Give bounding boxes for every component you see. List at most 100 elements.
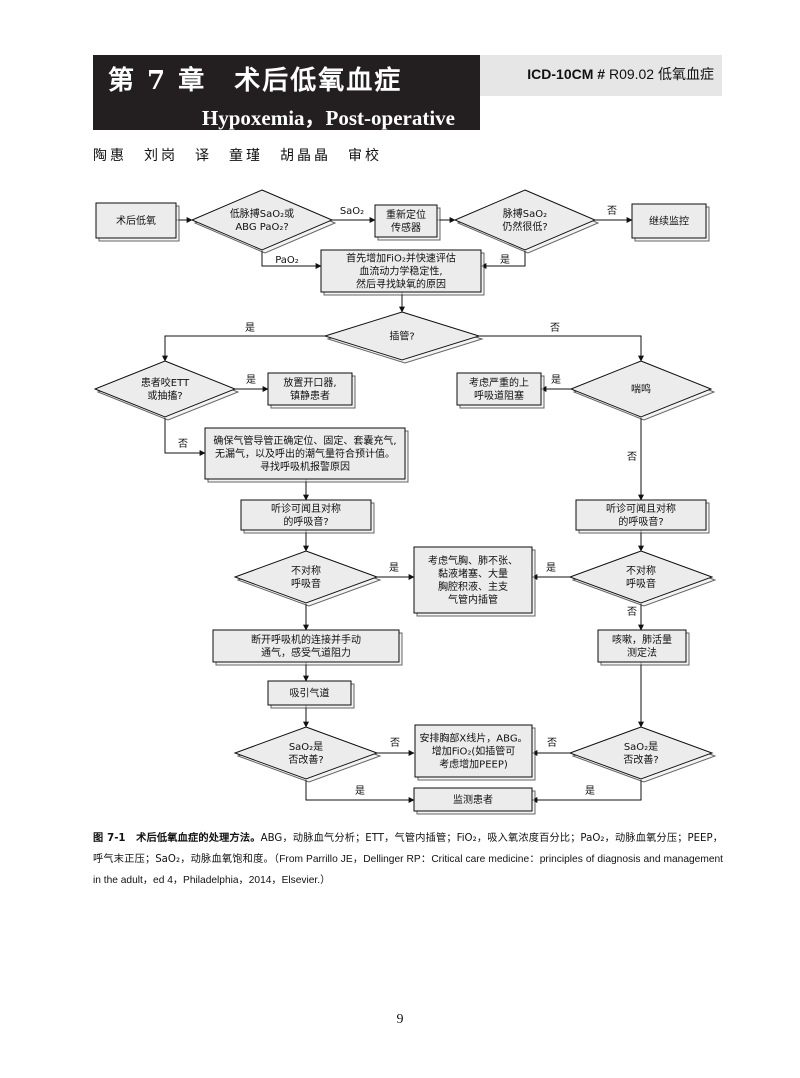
postop-hypoxemia-box: 术后低氧 [95, 202, 177, 239]
consider-pneumothorax-box-line: 气管内插管 [448, 593, 498, 606]
auscultate-right-box-text: 听诊可闻且对称的呼吸音? [606, 502, 676, 528]
icd-code-bar [480, 55, 722, 96]
bites-ett-decision-line: 患者咬ETT [141, 376, 190, 389]
consider-pneumothorax-box-line: 胸腔积液、主支 [438, 580, 508, 593]
edge-label-yes-intubated: 是 [245, 322, 255, 334]
auscultate-right-box-line: 的呼吸音? [618, 515, 663, 528]
suction-box: 吸引气道 [267, 680, 352, 706]
cough-spirometry-box-text: 咳嗽，肺活量测定法 [612, 633, 672, 659]
disconnect-vent-box-line: 通气，感受气道阻力 [261, 646, 351, 659]
continue-monitor-box-line: 继续监控 [649, 215, 689, 228]
consider-pneumothorax-box-text: 考虑气胸、肺不张、黏液堵塞、大量胸腔积液、主支气管内插管 [428, 554, 518, 606]
edge-pao2-to-fio2 [261, 250, 322, 269]
ensure-ett-box-line: 寻找呼吸机报警原因 [260, 460, 350, 473]
cxr-abg-box-text: 安排胸部X线片，ABG。增加FiO₂(如插管可考虑增加PEEP) [419, 732, 527, 771]
auscultate-left-box-line: 的呼吸音? [283, 515, 328, 528]
intubated-decision: 插管? [323, 311, 481, 361]
chapter-header-bar [93, 55, 480, 130]
increase-fio2-box-line: 血流动力学稳定性, [359, 265, 442, 278]
bite-block-box-text: 放置开口器,镇静患者 [283, 376, 336, 402]
postop-hypoxemia-box-text: 术后低氧 [116, 214, 156, 227]
reposition-sensor-box-text: 重新定位传感器 [386, 208, 426, 234]
monitor-patient-box: 监测患者 [413, 787, 533, 812]
bite-block-box-line: 镇静患者 [290, 389, 330, 402]
reposition-sensor-box-line: 重新定位 [386, 208, 426, 221]
increase-fio2-box-line: 首先增加FiO₂并快速评估 [346, 252, 456, 265]
sao2-improved-right-decision-line: SaO₂是 [624, 741, 658, 753]
intubated-decision-line: 插管? [389, 330, 414, 343]
edge-improved-right-yes [531, 779, 642, 803]
upper-airway-box-text: 考虑严重的上呼吸道阻塞 [469, 376, 529, 402]
figure-caption: 图 7-1 术后低氧血症的处理方法。ABG，动脉血气分析；ETT，气管内插管；F… [93, 828, 723, 891]
auscultate-left-box-text: 听诊可闻且对称的呼吸音? [271, 502, 341, 528]
sao2-improved-right-decision: SaO₂是否改善? [568, 726, 714, 780]
edge-label-yes-bite: 是 [246, 374, 256, 386]
edge-label-no-improved-left: 否 [390, 737, 400, 749]
edge-label-yes-monitor-right: 是 [585, 785, 595, 797]
edge-intubated-yes [162, 335, 325, 362]
increase-fio2-box: 首先增加FiO₂并快速评估血流动力学稳定性,然后寻找缺氧的原因 [320, 249, 482, 293]
suction-box-text: 吸引气道 [290, 687, 330, 700]
auscultate-right-box-line: 听诊可闻且对称 [606, 502, 676, 515]
edge-label-no-improved-right: 否 [547, 737, 557, 749]
consider-pneumothorax-box: 考虑气胸、肺不张、黏液堵塞、大量胸腔积液、主支气管内插管 [413, 546, 533, 614]
asymmetric-left-decision-line: 不对称 [291, 564, 321, 577]
ensure-ett-box-line: 无漏气，以及呼出的潮气量符合预计值。 [215, 447, 395, 460]
disconnect-vent-box-text: 断开呼吸机的连接并手动通气，感受气道阻力 [251, 633, 361, 659]
asymmetric-left-decision: 不对称呼吸音 [233, 550, 379, 604]
edge-label-yes-stridor: 是 [551, 374, 561, 386]
icd-prefix: ICD-10CM # [527, 66, 606, 82]
monitor-patient-box-text: 监测患者 [453, 793, 493, 806]
cough-spirometry-box-line: 咳嗽，肺活量 [612, 633, 672, 646]
asymmetric-right-decision-line: 呼吸音 [626, 577, 656, 590]
translator-credits: 陶惠 刘岗 译 童瑾 胡晶晶 审校 [93, 148, 382, 164]
asymmetric-left-decision-text: 不对称呼吸音 [291, 564, 321, 590]
edge-label-yes-fio2: 是 [500, 254, 510, 266]
edge-label-yes-asym-left: 是 [389, 562, 399, 574]
stridor-decision-line: 喘鸣 [631, 383, 651, 396]
edge-bite-no [164, 417, 206, 456]
edge-label-no-bite: 否 [178, 438, 188, 450]
increase-fio2-box-text: 首先增加FiO₂并快速评估血流动力学稳定性,然后寻找缺氧的原因 [346, 252, 456, 291]
cough-spirometry-box-line: 测定法 [627, 646, 657, 659]
asymmetric-right-decision-line: 不对称 [626, 564, 656, 577]
sao2-improved-left-decision-line: 否改善? [288, 753, 323, 766]
cough-spirometry-box: 咳嗽，肺活量测定法 [597, 629, 687, 663]
chapter-title: 第 7 章 术后低氧血症 [108, 66, 403, 96]
asymmetric-left-decision-line: 呼吸音 [291, 577, 321, 590]
caption-text: ABG，动脉血气分析；ETT，气管内插管；FiO₂，吸入氧浓度百分比；PaO₂，… [93, 833, 723, 865]
ensure-ett-box-text: 确保气管导管正确定位、固定、套囊充气,无漏气，以及呼出的潮气量符合预计值。寻找呼… [213, 434, 396, 473]
edge-label-no-stridor: 否 [627, 451, 637, 463]
bite-block-box-line: 放置开口器, [283, 376, 336, 389]
english-title: Hypoxemia，Post-operative [201, 106, 455, 130]
caption-label: 图 7-1 术后低氧血症的处理方法。 [93, 833, 261, 844]
icd-value: R09.02 低氧血症 [608, 66, 714, 82]
reposition-sensor-box: 重新定位传感器 [374, 204, 438, 238]
consider-pneumothorax-box-line: 考虑气胸、肺不张、 [428, 554, 518, 567]
auscultate-right-box: 听诊可闻且对称的呼吸音? [575, 499, 707, 531]
cxr-abg-box: 安排胸部X线片，ABG。增加FiO₂(如插管可考虑增加PEEP) [414, 724, 533, 778]
monitor-patient-box-line: 监测患者 [453, 793, 493, 806]
bite-block-box: 放置开口器,镇静患者 [267, 372, 353, 406]
edge-still-low-yes-to-fio2 [480, 250, 526, 269]
edge-label-no-asym-right: 否 [627, 606, 637, 618]
cxr-abg-box-line: 考虑增加PEEP) [439, 758, 508, 771]
pulse-or-abg-decision-line: 低脉搏SaO₂或 [230, 207, 294, 220]
suction-box-line: 吸引气道 [290, 687, 330, 700]
consider-pneumothorax-box-line: 黏液堵塞、大量 [438, 567, 508, 580]
stridor-decision: 喘鸣 [569, 360, 713, 418]
auscultate-left-box: 听诊可闻且对称的呼吸音? [240, 499, 372, 531]
auscultate-left-box-line: 听诊可闻且对称 [271, 502, 341, 515]
upper-airway-box-line: 呼吸道阻塞 [474, 389, 524, 402]
pulse-still-low-decision-line: 仍然很低? [502, 220, 547, 233]
edge-label-yes-monitor-left: 是 [355, 785, 365, 797]
stridor-decision-text: 喘鸣 [631, 383, 651, 396]
asymmetric-right-decision: 不对称呼吸音 [568, 550, 714, 604]
ensure-ett-box: 确保气管导管正确定位、固定、套囊充气,无漏气，以及呼出的潮气量符合预计值。寻找呼… [204, 427, 406, 480]
